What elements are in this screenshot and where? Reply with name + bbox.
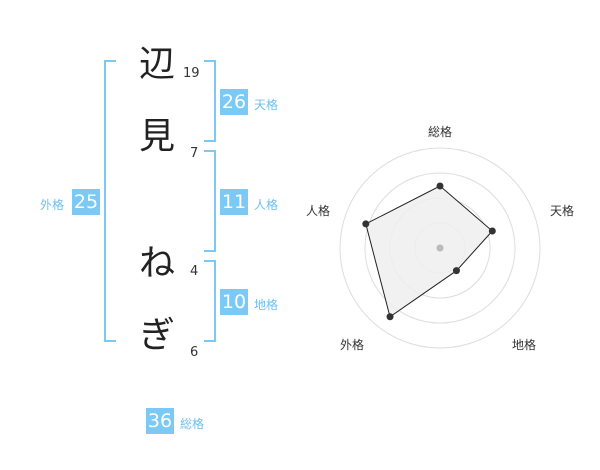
- jinkaku-label: 人格: [254, 198, 279, 212]
- soukaku-value-box: 36: [146, 408, 174, 434]
- stroke-count-4: 6: [190, 345, 199, 360]
- radar-ring: [339, 147, 541, 349]
- radar-ring: [364, 172, 516, 324]
- radar-point: [362, 220, 370, 228]
- radar-label-gaikaku: 外格: [340, 338, 365, 352]
- radar-label-soukaku: 総格: [428, 125, 453, 139]
- radar-label-chikaku: 地格: [512, 338, 537, 352]
- tenkaku-value-box: 26: [220, 89, 248, 115]
- radar-point: [386, 313, 394, 321]
- stroke-count-3: 4: [190, 264, 199, 279]
- jinkaku-bracket: [204, 150, 216, 252]
- chikaku-bracket: [204, 260, 216, 342]
- radar-point: [436, 182, 444, 190]
- tenkaku-bracket: [204, 60, 216, 142]
- radar-area: [365, 185, 494, 318]
- name-char-2: 見: [138, 116, 175, 157]
- radar-label-jinkaku: 人格: [306, 204, 331, 218]
- radar-label-tenkaku: 天格: [550, 204, 575, 218]
- soukaku-label: 総格: [180, 417, 205, 431]
- name-char-4: ぎ: [138, 315, 175, 356]
- radar-point: [488, 227, 496, 235]
- name-char-1: 辺: [138, 44, 175, 85]
- gaikaku-label: 外格: [40, 198, 65, 212]
- radar-point: [452, 267, 460, 275]
- chikaku-value-box: 10: [220, 289, 248, 315]
- radar-center-dot: [436, 244, 444, 252]
- gaikaku-bracket: [104, 60, 116, 342]
- gaikaku-value-box: 25: [72, 189, 100, 215]
- tenkaku-label: 天格: [254, 98, 279, 112]
- stroke-count-2: 7: [190, 146, 199, 161]
- name-char-3: ね: [138, 243, 175, 284]
- chikaku-label: 地格: [254, 298, 279, 312]
- jinkaku-value-box: 11: [220, 189, 248, 215]
- stroke-count-1: 19: [183, 66, 200, 81]
